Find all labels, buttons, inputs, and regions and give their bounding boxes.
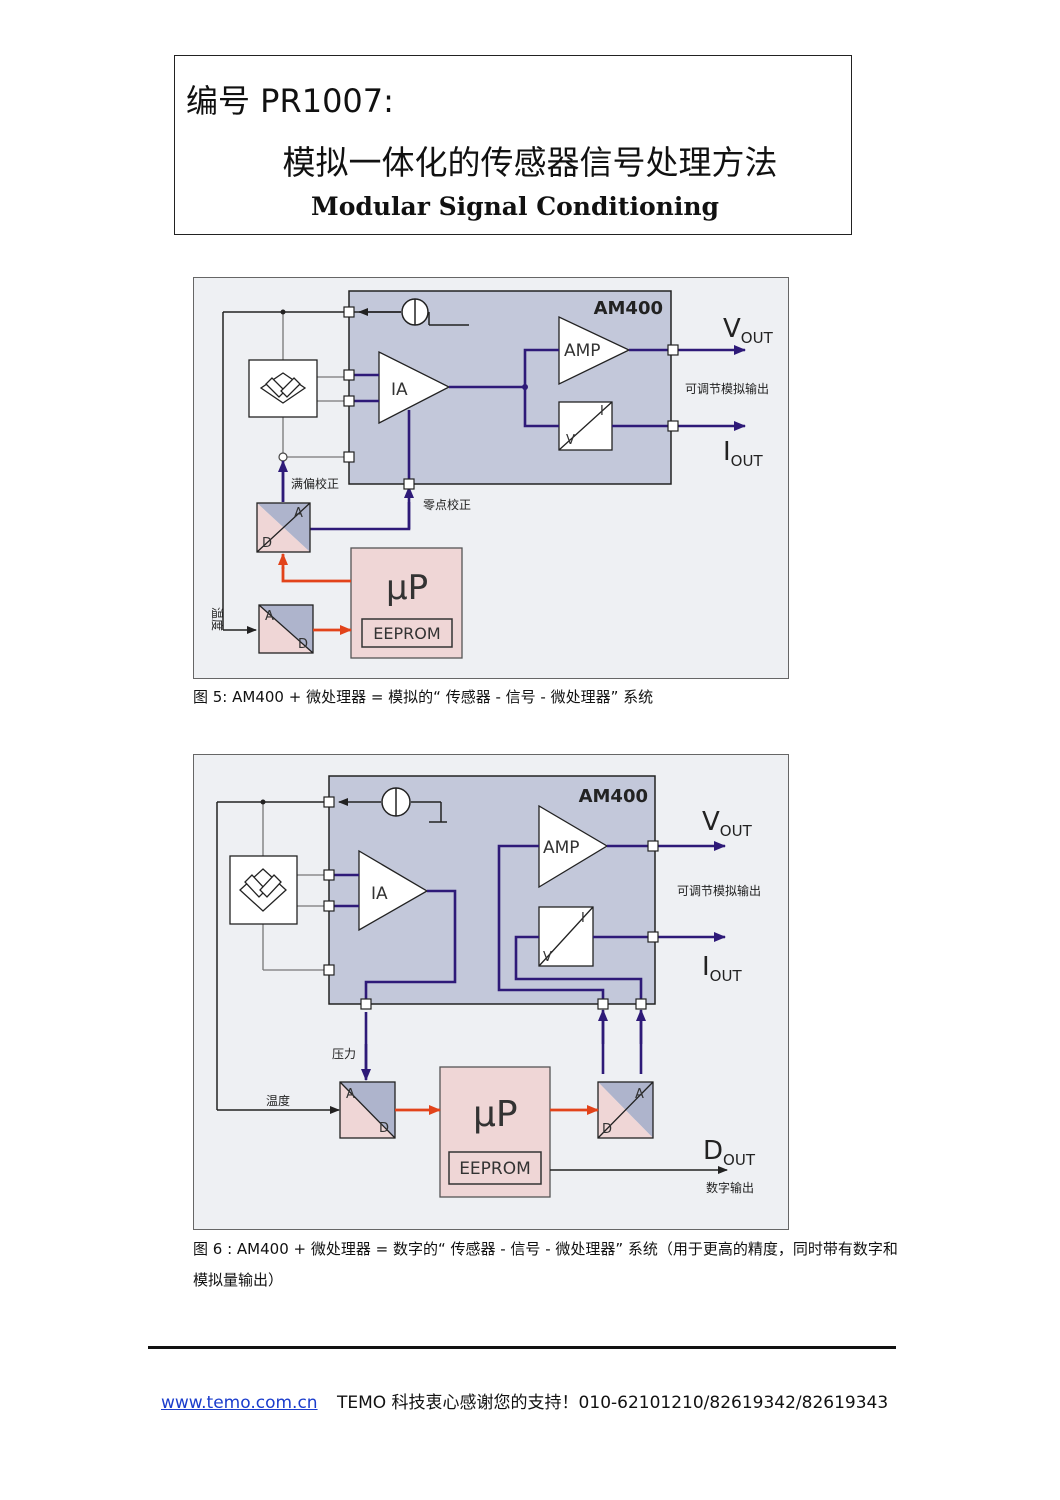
dac-a-label: A — [294, 506, 303, 521]
dac-d-label: D — [262, 536, 272, 551]
bridge-icon — [259, 372, 307, 404]
adjustable-analog-output-label: 可调节模拟输出 — [677, 883, 761, 898]
figure-5-diagram: AM400 IA AMP V I — [193, 277, 789, 679]
adc-converter — [339, 1081, 396, 1139]
microprocessor-label: μP — [386, 568, 428, 608]
vi-i-label: I — [581, 911, 585, 926]
iout-label: IOUT — [723, 437, 763, 470]
eeprom-box — [361, 618, 453, 648]
adc-d-label: D — [298, 637, 308, 652]
figure-5-caption: 图 5: AM400 + 微处理器 = 模拟的“ 传感器 - 信号 - 微处理器… — [193, 688, 654, 706]
dac-converter — [256, 502, 311, 553]
footer-contact-text: TEMO 科技衷心感谢您的支持！010-62101210/82619342/82… — [336, 1393, 889, 1413]
ia-label: IA — [391, 380, 408, 400]
eeprom-box — [448, 1151, 542, 1185]
ia-amplifier — [378, 350, 451, 425]
microprocessor-label: μP — [473, 1094, 518, 1135]
digital-output-label: 数字输出 — [706, 1180, 754, 1195]
adc-d-label: D — [379, 1121, 389, 1136]
amp-label: AMP — [564, 341, 601, 361]
microprocessor-block — [350, 547, 463, 659]
microprocessor-block — [439, 1066, 551, 1198]
chip-label: AM400 — [594, 298, 663, 319]
vout-label: VOUT — [702, 807, 753, 840]
adc-a-label: A — [346, 1087, 355, 1102]
title-box — [174, 55, 852, 235]
figure-6-caption: 图 6 : AM400 + 微处理器 = 数字的“ 传感器 - 信号 - 微处理… — [193, 1234, 898, 1296]
document-number: 编号 PR1007: — [186, 82, 394, 120]
ia-amplifier — [358, 849, 429, 932]
document-title: 模拟一体化的传感器信号处理方法 — [282, 143, 778, 182]
adc-a-label: A — [265, 609, 274, 624]
amp-label: AMP — [543, 838, 580, 858]
figure-6-caption-line-1: 图 6 : AM400 + 微处理器 = 数字的“ 传感器 - 信号 - 微处理… — [193, 1240, 898, 1258]
span-calibration-label: 满偏校正 — [291, 476, 339, 491]
iout-label: IOUT — [702, 952, 742, 985]
pressure-label: 压力 — [332, 1047, 356, 1061]
dac-d-label: D — [602, 1122, 612, 1137]
footer-rule — [148, 1346, 896, 1349]
dout-label: DOUT — [703, 1136, 756, 1169]
vi-v-label: V — [543, 950, 552, 965]
zero-calibration-label: 零点校正 — [423, 497, 471, 512]
figure-6-caption-line-2: 模拟量输出） — [193, 1271, 284, 1289]
figure-6-diagram: AM400 IA AMP V I — [193, 754, 789, 1230]
ia-label: IA — [371, 884, 388, 904]
footer: www.temo.com.cn TEMO 科技衷心感谢您的支持！010-6210… — [161, 1388, 888, 1413]
vout-label: VOUT — [723, 314, 774, 347]
vi-v-label: V — [566, 433, 575, 448]
eeprom-label: EEPROM — [373, 624, 440, 643]
eeprom-label: EEPROM — [459, 1159, 531, 1179]
chip-label: AM400 — [579, 786, 648, 807]
adjustable-analog-output-label: 可调节模拟输出 — [685, 381, 769, 396]
dac-a-label: A — [635, 1087, 644, 1102]
website-link[interactable]: www.temo.com.cn — [161, 1393, 318, 1413]
dac-converter — [597, 1081, 654, 1139]
document-subtitle: Modular Signal Conditioning — [311, 192, 719, 221]
bridge-icon — [239, 868, 287, 912]
temperature-label: 温度 — [210, 607, 225, 631]
vi-i-label: I — [600, 404, 604, 419]
temperature-label: 温度 — [266, 1093, 290, 1108]
adc-converter — [258, 604, 314, 654]
